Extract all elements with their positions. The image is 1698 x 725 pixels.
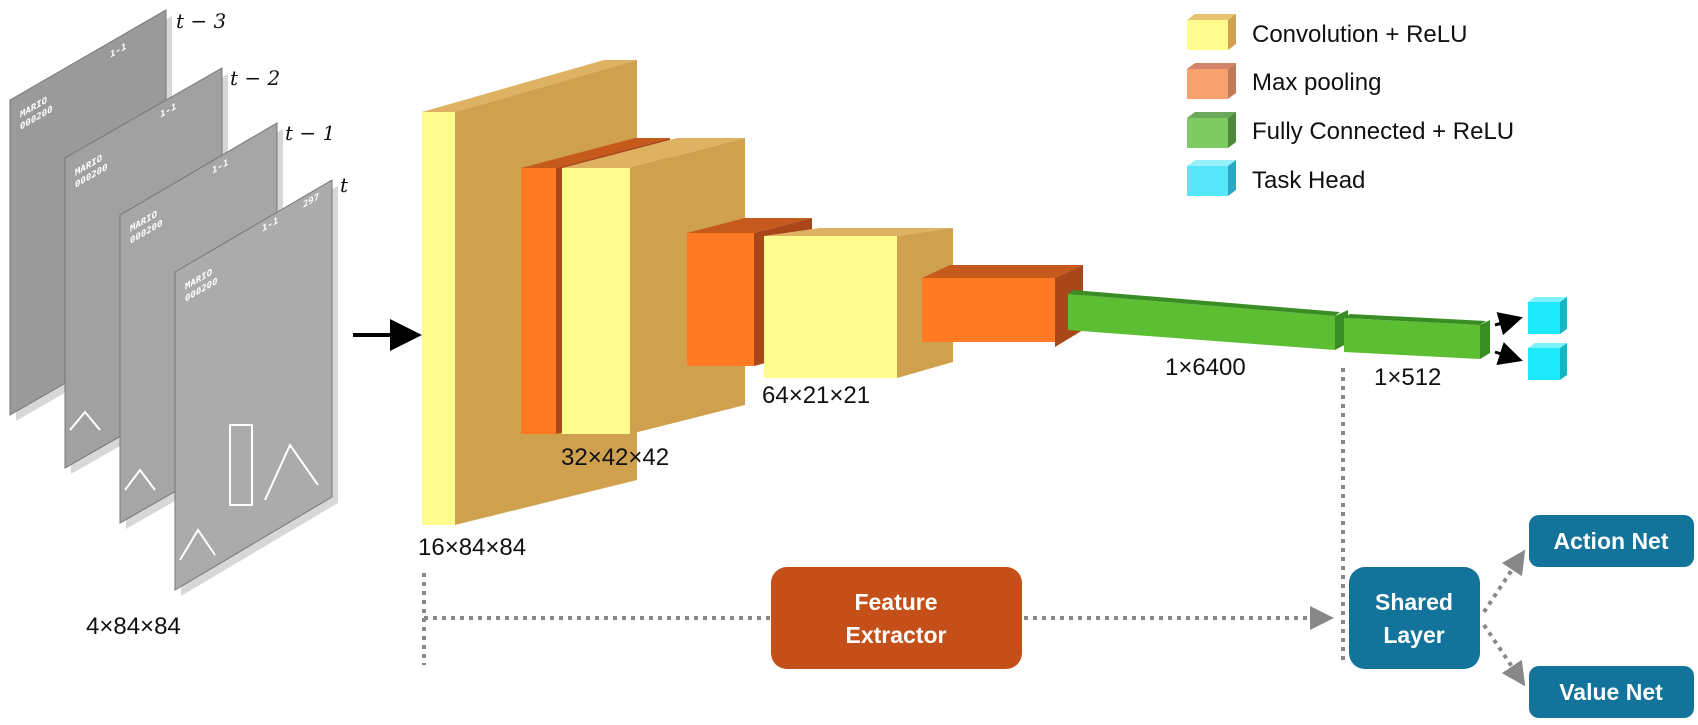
conv1-top — [422, 60, 637, 112]
frame-label-t-minus-3: t − 3 — [176, 9, 226, 33]
legend-swatch-conv — [1187, 14, 1236, 50]
task-head-top — [1528, 297, 1567, 334]
connectors — [422, 368, 1526, 687]
legend: Convolution + ReLU Max pooling Fully Con… — [1187, 14, 1514, 196]
fc2-dims-label: 1×512 — [1374, 364, 1441, 391]
pool3-block — [922, 265, 1083, 347]
conv3-front — [764, 236, 897, 378]
frame-label-t: t — [340, 173, 349, 197]
conv1-dims-label: 16×84×84 — [418, 534, 526, 561]
shared-to-action-arrow — [1482, 549, 1526, 614]
pool3-top — [922, 265, 1083, 278]
shared-layer-label-line1: Shared — [1375, 589, 1453, 615]
conv2-front — [562, 168, 630, 434]
head-arrow-top — [1494, 312, 1523, 336]
block3-dims-label: 64×21×21 — [762, 382, 870, 409]
pool3-front — [922, 278, 1055, 342]
conv2-top — [562, 138, 745, 168]
legend-label-conv: Convolution + ReLU — [1252, 21, 1467, 48]
fc1-dims-label: 1×6400 — [1165, 354, 1246, 381]
frame-label-t-minus-2: t − 2 — [230, 66, 280, 90]
value-net-box: Value Net — [1529, 666, 1694, 718]
fc1-front — [1068, 294, 1335, 350]
fc1-block — [1068, 290, 1348, 350]
pipe-icon — [229, 424, 253, 506]
pool2-front — [687, 233, 754, 366]
head-arrow-bottom — [1494, 342, 1523, 366]
block3 — [687, 218, 953, 378]
action-net-box: Action Net — [1529, 515, 1694, 567]
hill-icon — [264, 442, 319, 501]
legend-label-head: Task Head — [1252, 167, 1365, 194]
conv1-front — [422, 112, 455, 525]
shared-to-value-arrow — [1482, 623, 1526, 687]
task-head-bottom — [1528, 343, 1567, 380]
legend-swatch-pool — [1187, 63, 1236, 99]
feature-extractor-box: Feature Extractor — [771, 567, 1022, 669]
legend-label-pool: Max pooling — [1252, 69, 1381, 96]
frame-label-t-minus-1: t − 1 — [285, 121, 335, 145]
fc1-top — [1068, 290, 1340, 316]
legend-label-fc: Fully Connected + ReLU — [1252, 118, 1514, 145]
block2-dims-label: 32×42×42 — [561, 444, 669, 471]
fc2-side — [1480, 320, 1490, 359]
pool1-front — [521, 168, 556, 434]
pool2-top — [687, 218, 812, 233]
input-dims-label: 4×84×84 — [86, 613, 181, 640]
shared-layer-label-line2: Layer — [1383, 622, 1444, 648]
fc2-top — [1344, 314, 1486, 325]
feature-extractor-label-line1: Feature — [854, 589, 937, 615]
value-net-label: Value Net — [1559, 679, 1663, 705]
fc2-block — [1344, 314, 1490, 359]
input-frames: 000200 MARIO 1-1 t − 3 000200 MARIO 1-1 … — [9, 9, 349, 640]
shared-layer-box: Shared Layer — [1349, 567, 1480, 669]
feature-extractor-label-line2: Extractor — [846, 622, 947, 648]
legend-swatch-head — [1187, 160, 1236, 196]
frame-t: 000200 MARIO 1-1 297 — [174, 179, 338, 596]
conv3-top — [764, 228, 953, 236]
legend-swatch-fc — [1187, 112, 1236, 148]
pool1-top — [521, 138, 670, 168]
action-net-label: Action Net — [1554, 528, 1669, 554]
fc2-front — [1344, 318, 1480, 359]
